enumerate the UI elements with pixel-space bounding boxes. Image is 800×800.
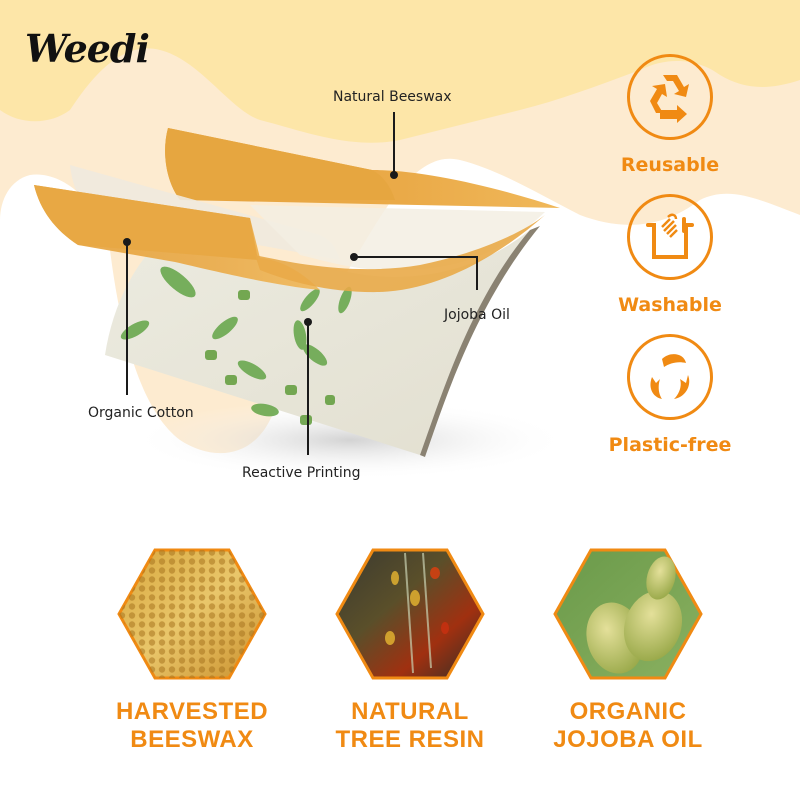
ingredient-line2: BEESWAX [130,726,254,753]
tree-resin-image [335,548,485,680]
hand-wash-icon [627,194,713,280]
jojoba-fruit-image [553,548,703,680]
callout-organic-cotton: Organic Cotton [88,405,194,421]
brand-logo: Weedi [25,26,150,71]
ingredient-line2: TREE RESIN [335,726,485,753]
ingredient-line2: JOJOBA OIL [553,726,703,753]
leaf-cycle-icon [627,334,713,420]
ingredient-line1: NATURAL [351,698,469,725]
ingredient-line1: ORGANIC [569,698,687,725]
feature-label: Reusable [620,154,720,176]
ingredient-beeswax: HARVESTED BEESWAX [92,548,292,754]
recycle-icon [627,54,713,140]
feature-reusable: Reusable [600,54,740,176]
feature-washable: Washable [600,194,740,316]
callout-natural-beeswax: Natural Beeswax [333,89,452,105]
feature-plastic-free: Plastic-free [600,334,740,456]
ingredient-jojoba: ORGANIC JOJOBA OIL [528,548,728,754]
ingredient-line1: HARVESTED [115,698,269,725]
callout-reactive-printing: Reactive Printing [242,465,361,481]
feature-label: Plastic-free [608,434,732,456]
honeycomb-image [117,548,267,680]
feature-label: Washable [618,294,722,316]
callout-jojoba-oil: Jojoba Oil [444,307,510,323]
ingredient-tree-resin: NATURAL TREE RESIN [310,548,510,754]
